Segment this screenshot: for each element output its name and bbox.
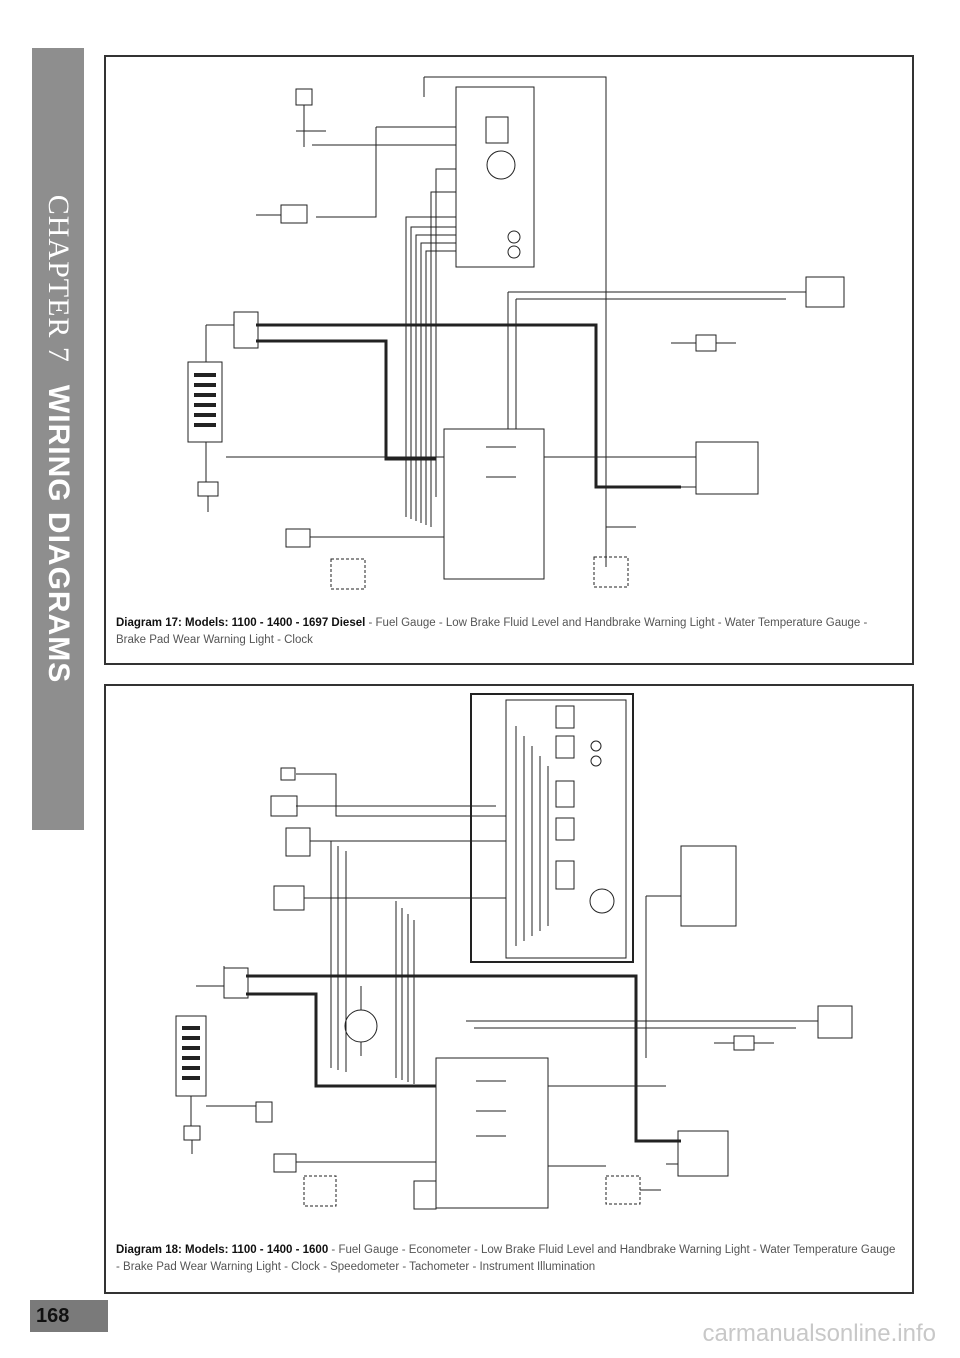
relay	[233, 311, 259, 349]
diagram-18-wiring	[175, 693, 853, 1210]
diagram-17-title: Diagram 17: Models: 1100 - 1400 - 1697 D…	[116, 617, 366, 629]
control-unit-box	[435, 1057, 549, 1209]
diagram-17-caption: Diagram 17: Models: 1100 - 1400 - 1697 D…	[116, 615, 900, 649]
chapter-label: CHAPTER 7	[42, 194, 75, 363]
diagram-17-description: - Fuel Gauge - Low Brake Fluid Level and…	[116, 617, 868, 646]
section-label: WIRING DIAGRAMS	[42, 384, 75, 684]
diagram-17-panel: Diagram 17: Models: 1100 - 1400 - 1697 D…	[104, 55, 914, 665]
page-number: 168	[36, 1305, 70, 1327]
instrument-cluster-box	[455, 86, 535, 268]
brake-fluid-sensor	[805, 276, 845, 308]
watermark-text: carmanualsonline.info	[702, 1320, 936, 1347]
brake-fluid-sensor	[817, 1005, 853, 1039]
sidebar-title: CHAPTER 7 WIRING DIAGRAMS	[41, 195, 75, 684]
handbrake-switch-box	[695, 441, 759, 495]
gauge	[344, 1009, 378, 1043]
diagram-18-panel: Diagram 18: Models: 1100 - 1400 - 1600 -…	[104, 684, 914, 1294]
diagram-18-title: Diagram 18: Models: 1100 - 1400 - 1600	[116, 1244, 329, 1256]
page-number-tab: 168	[30, 1300, 108, 1332]
handbrake-switch-box	[680, 845, 737, 927]
relay	[223, 967, 249, 999]
diagram-18-description: - Fuel Gauge - Econometer - Low Brake Fl…	[116, 1244, 896, 1273]
diagram-18-caption: Diagram 18: Models: 1100 - 1400 - 1600 -…	[116, 1242, 900, 1276]
control-unit-box	[443, 428, 545, 580]
diagram-17-wiring	[187, 76, 845, 590]
instrument-cluster-box	[470, 693, 634, 963]
fuse-box	[187, 361, 223, 443]
chapter-sidebar: CHAPTER 7 WIRING DIAGRAMS	[32, 48, 84, 830]
